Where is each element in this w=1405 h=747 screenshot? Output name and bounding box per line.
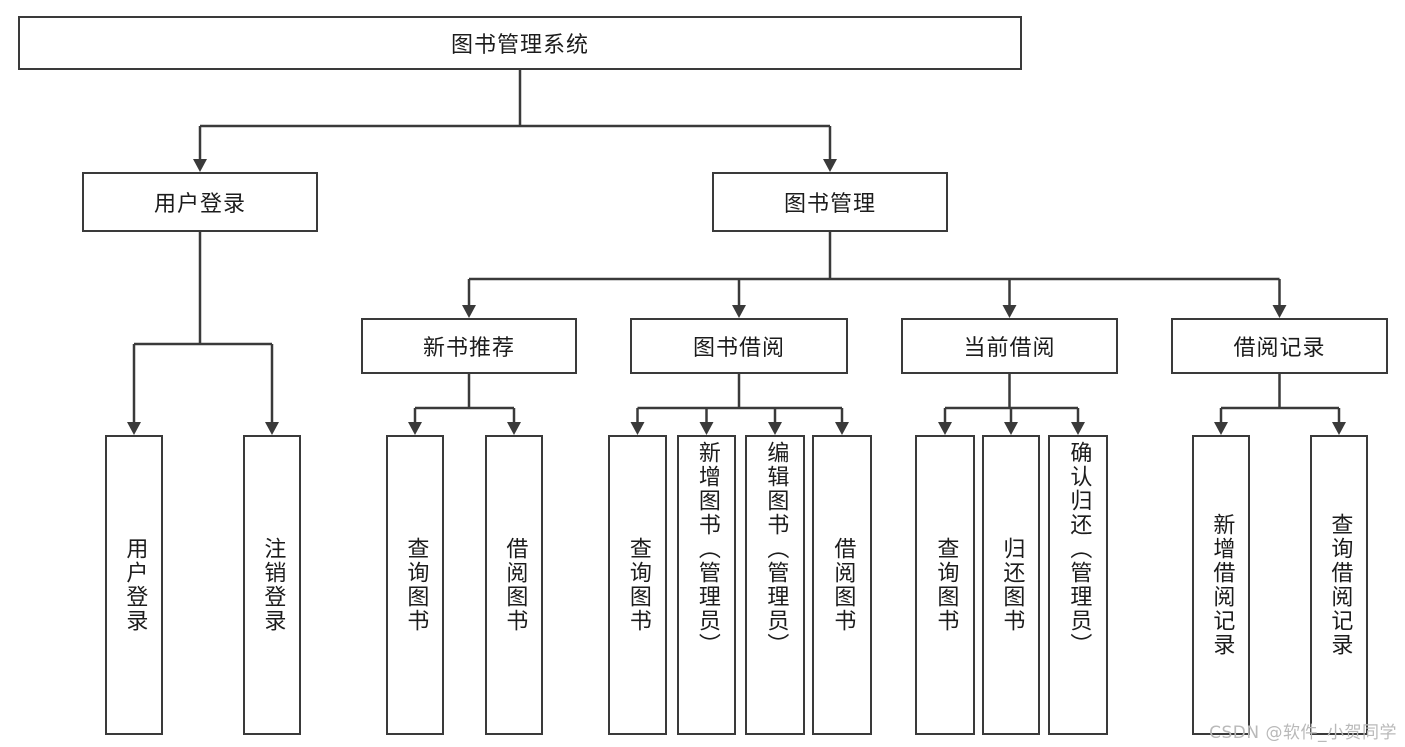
node-label: 借阅图书 xyxy=(502,537,528,633)
edge-arrowhead xyxy=(1332,422,1346,435)
node-leaf-query-3[interactable]: 查询图书 xyxy=(915,435,975,735)
node-label: 归还图书 xyxy=(999,537,1025,633)
node-leaf-confirm[interactable]: 确认归还（管理员） xyxy=(1048,435,1108,735)
node-label: 用户登录 xyxy=(153,192,246,217)
node-new-book-rec[interactable]: 新书推荐 xyxy=(361,318,577,374)
edge-arrowhead xyxy=(630,422,645,435)
node-label: 借阅记录 xyxy=(1233,336,1326,361)
edge-arrowhead xyxy=(1214,422,1228,435)
node-label: 图书管理系统 xyxy=(450,33,589,58)
node-label: 确认归还（管理员） xyxy=(1066,441,1092,657)
edge-arrowhead xyxy=(1272,305,1287,318)
node-leaf-user-login[interactable]: 用户登录 xyxy=(105,435,163,735)
node-leaf-add-rec[interactable]: 新增借阅记录 xyxy=(1192,435,1250,735)
node-leaf-borrow-1[interactable]: 借阅图书 xyxy=(485,435,543,735)
node-label: 查询借阅记录 xyxy=(1327,513,1353,657)
edge-arrowhead xyxy=(408,422,422,435)
node-user-login[interactable]: 用户登录 xyxy=(82,172,318,232)
edge-arrowhead xyxy=(835,422,849,435)
node-label: 当前借阅 xyxy=(963,336,1056,361)
edge-arrowhead xyxy=(1071,422,1085,435)
node-leaf-add-book[interactable]: 新增图书（管理员） xyxy=(677,435,736,735)
node-root[interactable]: 图书管理系统 xyxy=(18,16,1022,70)
node-label: 查询图书 xyxy=(403,537,429,633)
node-label: 借阅图书 xyxy=(830,537,856,633)
node-label: 注销登录 xyxy=(260,537,286,633)
node-label: 新增图书（管理员） xyxy=(694,441,720,657)
node-label: 新增借阅记录 xyxy=(1209,513,1235,657)
node-label: 图书借阅 xyxy=(692,336,785,361)
node-current-borrow[interactable]: 当前借阅 xyxy=(901,318,1118,374)
edge-arrowhead xyxy=(265,422,279,435)
node-leaf-borrow-2[interactable]: 借阅图书 xyxy=(812,435,872,735)
edge-arrowhead xyxy=(462,305,476,318)
edge-arrowhead xyxy=(193,159,207,172)
edge-arrowhead xyxy=(1004,422,1018,435)
node-leaf-logout[interactable]: 注销登录 xyxy=(243,435,301,735)
edge-arrowhead xyxy=(938,422,952,435)
node-label: 图书管理 xyxy=(783,192,876,217)
edge-arrowhead xyxy=(1002,305,1017,318)
node-borrow-record[interactable]: 借阅记录 xyxy=(1171,318,1388,374)
edge-arrowhead xyxy=(507,422,521,435)
node-book-borrow[interactable]: 图书借阅 xyxy=(630,318,848,374)
node-label: 用户登录 xyxy=(122,537,148,633)
edge-arrowhead xyxy=(732,305,746,318)
node-leaf-edit-book[interactable]: 编辑图书（管理员） xyxy=(745,435,805,735)
node-label: 查询图书 xyxy=(933,537,959,633)
node-book-manage[interactable]: 图书管理 xyxy=(712,172,948,232)
node-leaf-return[interactable]: 归还图书 xyxy=(982,435,1040,735)
edge-arrowhead xyxy=(699,422,714,435)
node-leaf-query-rec[interactable]: 查询借阅记录 xyxy=(1310,435,1368,735)
edge-arrowhead xyxy=(768,422,782,435)
node-leaf-query-2[interactable]: 查询图书 xyxy=(608,435,667,735)
node-label: 新书推荐 xyxy=(422,336,515,361)
edge-arrowhead xyxy=(823,159,837,172)
node-label: 查询图书 xyxy=(625,537,651,633)
edge-arrowhead xyxy=(127,422,141,435)
node-label: 编辑图书（管理员） xyxy=(763,441,789,657)
node-leaf-query-1[interactable]: 查询图书 xyxy=(386,435,444,735)
watermark-label: CSDN @软件_小贺同学 xyxy=(1209,723,1397,743)
